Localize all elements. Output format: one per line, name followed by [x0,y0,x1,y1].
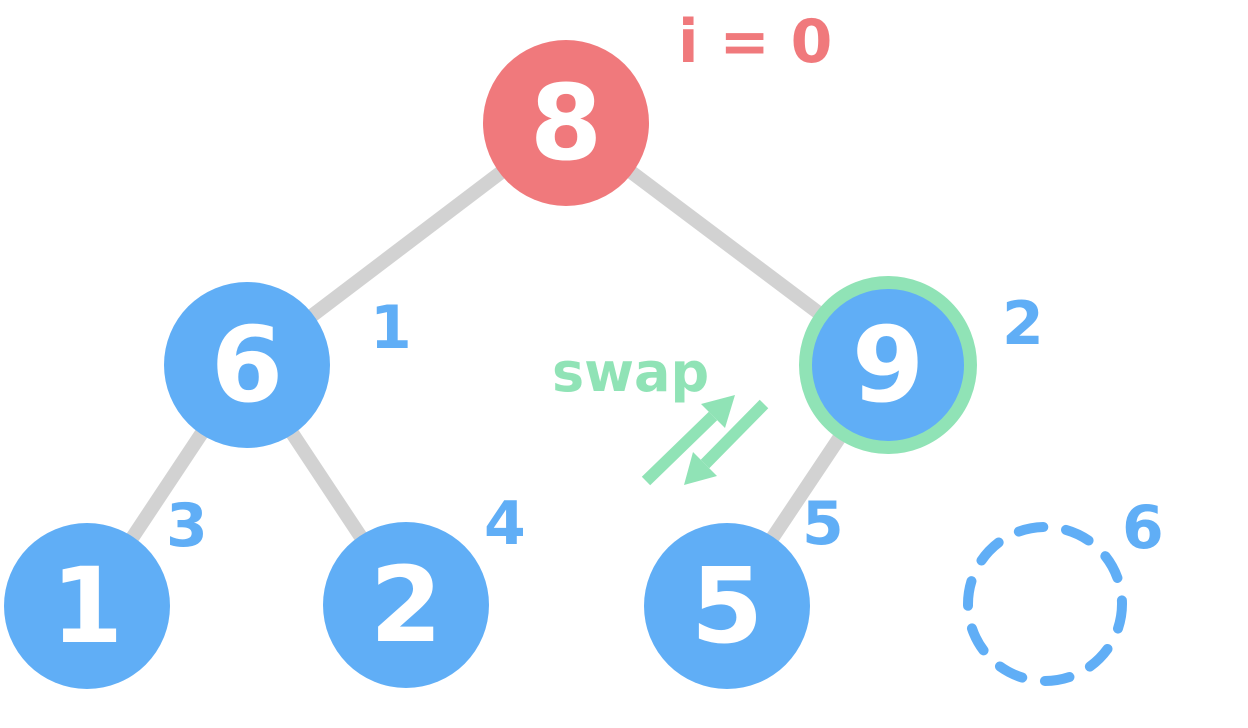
swap-label: swap [552,341,710,404]
node-5: 5 [644,523,810,689]
index-label-6: 6 [1122,493,1164,563]
empty-node-dashed-circle [963,522,1127,686]
swap-arrows-icon [641,395,769,486]
index-label-5: 5 [802,489,844,559]
node-2: 2 [323,522,489,688]
index-label-root: i = 0 [678,7,833,77]
node-1-value: 1 [50,545,124,667]
node-2-value: 2 [369,544,443,666]
node-5-value: 5 [690,545,764,667]
index-label-4: 4 [484,489,526,559]
node-8: 8 [483,40,649,206]
node-9: 9 [799,276,977,454]
node-8-value: 8 [529,62,603,184]
index-label-1: 1 [370,293,412,363]
node-1: 1 [4,523,170,689]
index-label-2: 2 [1002,289,1044,359]
node-6: 6 [164,282,330,448]
node-6-value: 6 [210,304,284,426]
node-9-value: 9 [851,304,925,426]
index-label-3: 3 [166,491,208,561]
